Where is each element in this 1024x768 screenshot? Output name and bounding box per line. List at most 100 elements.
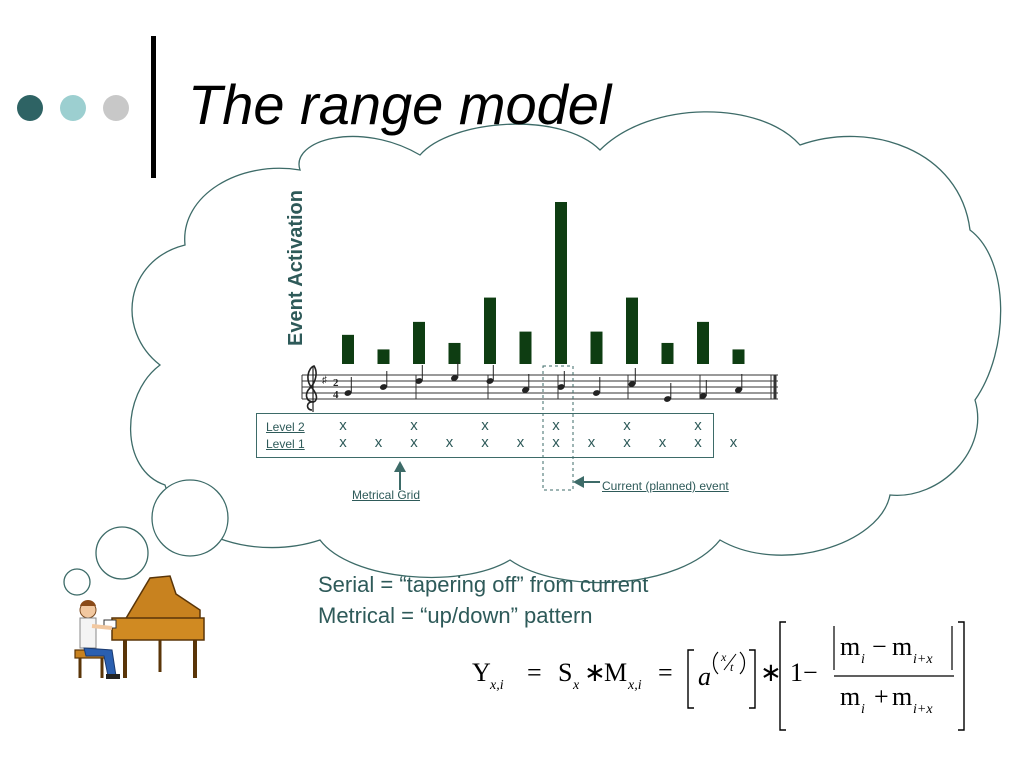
formula-den-plus: + [874,682,889,711]
note-head [699,393,707,399]
formula-S: S [558,658,573,687]
note-head [486,378,494,384]
formula-num-m2: m [892,632,913,661]
level1-mark: x [410,434,418,451]
activation-bar [377,349,390,364]
note-head [450,375,459,381]
level2-mark: x [481,417,489,434]
formula-S-sub: x [573,678,580,693]
formula-star-2: ∗ [760,658,782,687]
activation-bar [590,331,603,364]
formula-M-sub: x,i [628,678,642,693]
formula-exp-t: t [730,660,734,674]
level2-mark: x [623,417,631,434]
formula-den-i: i [861,702,865,717]
current-event-label: Current (planned) event [602,479,729,493]
slide-title: The range model [188,73,612,136]
formula-one-minus: 1− [790,658,818,687]
formula-star-1: ∗ [584,658,606,687]
level1-mark: x [516,434,525,451]
formula-brackets [687,621,965,731]
activation-bar [342,334,354,364]
music-staff [301,374,778,400]
formula-M: M [604,658,628,687]
formula-den-m2: m [892,682,913,711]
level2-mark: x [339,417,347,434]
time-signature: 2 4 ♯ [322,375,339,401]
note-head [734,387,743,393]
svg-text:2: 2 [333,377,339,389]
level1-mark: x [658,434,667,451]
current-event-arrow [573,476,600,488]
range-model-formula: Y x,i = S x ∗ M x,i = a x t ∗ 1 [472,620,972,740]
formula-num-i: i [861,652,865,667]
metrical-grid-label: Metrical Grid [352,488,421,502]
note-head [415,378,423,384]
decor-dot-light [103,95,129,121]
pianist-illustration [74,575,205,679]
note-head [521,387,530,393]
level1-mark: x [729,434,738,451]
decor-dot-mid [60,95,86,121]
thought-bubble-small [63,568,91,596]
y-axis-label: Event Activation [285,190,307,346]
current-event-box [542,365,574,491]
level2-label: Level 2 [266,420,305,434]
activation-bar [413,321,425,364]
formula-den-ix: i+x [913,702,933,717]
level1-mark: x [587,434,596,451]
melody-notes [344,362,743,402]
activation-bar [626,297,638,364]
formula-Y: Y [472,658,491,687]
thought-bubble-large [151,479,229,557]
formula-num-m1: m [840,632,861,661]
svg-text:4: 4 [333,389,339,401]
decor-dot-dark [17,95,43,121]
pianist-legs [83,647,117,677]
level1-mark: x [623,434,631,451]
note-head [557,384,565,390]
thought-cloud [63,111,1002,596]
treble-clef-icon [305,365,318,412]
note-head [379,384,388,390]
activation-bar [697,321,709,364]
bullet-serial: Serial = “tapering off” from current [318,572,649,597]
title-divider [151,36,156,178]
thought-bubble-medium [95,526,149,580]
activation-bar [448,342,461,364]
note-head [663,396,672,402]
metrical-grid-arrow [394,461,406,490]
note-head [628,381,636,387]
level2-mark: x [410,417,418,434]
activation-bar [484,297,496,364]
activation-bar [661,342,674,364]
level1-mark: x [374,434,383,451]
level2-mark: x [552,417,560,434]
metrical-grid-box [256,413,714,458]
level1-mark: x [552,434,560,451]
level1-mark: x [445,434,454,451]
level1-mark: x [694,434,702,451]
level1-label: Level 1 [266,437,305,451]
pianist-torso [79,617,97,649]
activation-bars [342,202,745,364]
note-head [344,390,352,396]
level1-mark: x [481,434,489,451]
formula-eq-2: = [658,658,673,687]
formula-Y-sub: x,i [490,678,504,693]
formula-num-minus: − [872,632,887,661]
activation-bar [555,202,567,364]
note-head [592,390,601,396]
formula-num-ix: i+x [913,652,933,667]
formula-exp-x: x [721,650,727,664]
piano-body [111,617,205,641]
level2-mark: x [694,417,702,434]
bullet-metrical: Metrical = “up/down” pattern [318,603,593,628]
formula-a: a [698,662,711,691]
activation-bar [519,331,532,364]
svg-text:♯: ♯ [322,375,327,386]
level1-mark: x [339,434,347,451]
formula-den-m1: m [840,682,861,711]
